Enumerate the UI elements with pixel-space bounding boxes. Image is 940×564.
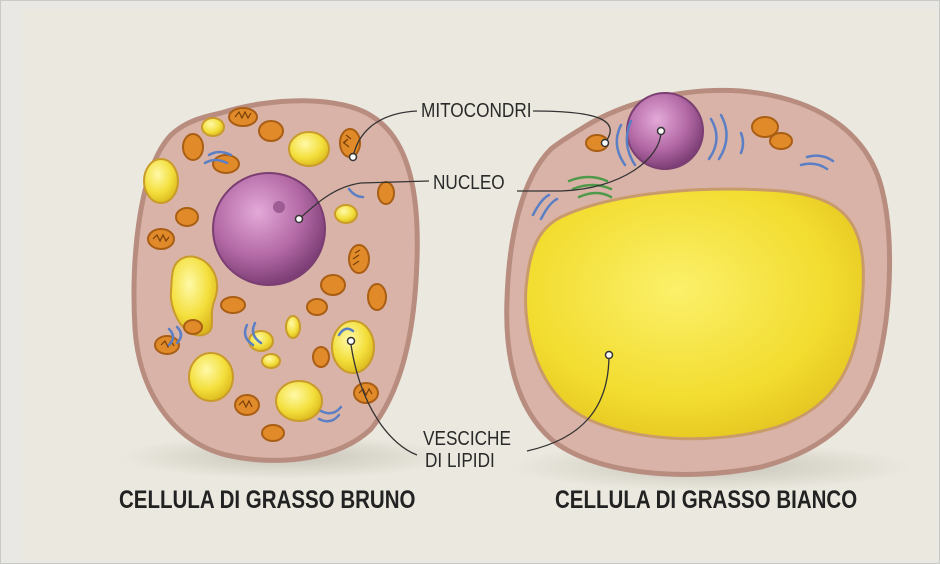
vesciche-label-line2: DI LIPIDI bbox=[425, 451, 495, 472]
vesciche-label-line1: VESCICHE bbox=[423, 429, 511, 450]
cell-illustration: MITOCONDRI NUCLEO VESCICHE DI LIPIDI CEL… bbox=[21, 9, 940, 564]
brown-fat-cell bbox=[134, 101, 417, 461]
white-cell-caption: CELLULA DI GRASSO BIANCO bbox=[555, 486, 857, 515]
brown-nucleus bbox=[213, 173, 325, 285]
white-lipid-droplet bbox=[526, 189, 864, 439]
nucleo-label: NUCLEO bbox=[433, 173, 505, 194]
white-fat-cell bbox=[507, 90, 890, 474]
brown-cell-caption: CELLULA DI GRASSO BRUNO bbox=[119, 486, 415, 515]
brown-nucleolus bbox=[273, 201, 285, 213]
mitocondri-label: MITOCONDRI bbox=[421, 101, 532, 122]
cells-diagram bbox=[21, 9, 940, 564]
